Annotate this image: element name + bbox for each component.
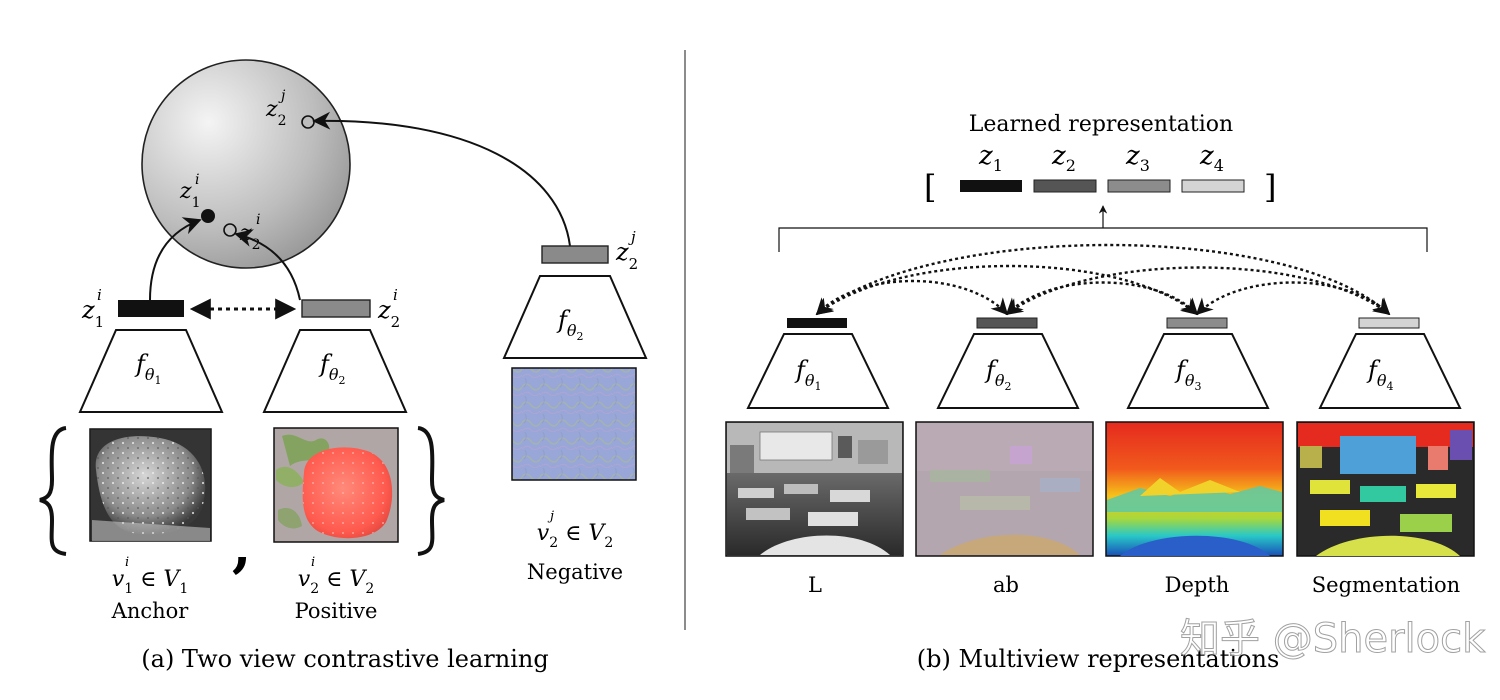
view-image-ab (915, 421, 1094, 557)
sphere-label-z2j-sup: j (278, 88, 286, 104)
left-brace (39, 426, 67, 556)
view-bar-1 (787, 318, 847, 328)
view-image-L (725, 421, 904, 557)
negative-encoder (502, 275, 648, 359)
right-brace (417, 426, 445, 556)
learned-representation-title: Learned representation (969, 112, 1233, 137)
arrow-negative-to-sphere (312, 111, 571, 247)
concat-bar-z2 (1033, 179, 1097, 193)
positive-image (273, 427, 399, 543)
arrow-positive-to-sphere (234, 229, 301, 301)
link-3-4 (1195, 281, 1391, 316)
view-encoder-2 (936, 333, 1080, 409)
anchor-embedding-label: z1 (81, 296, 104, 331)
sphere-point-z2j (301, 115, 315, 129)
anchor-set-label: v1 ∈ V1 (112, 567, 188, 597)
sphere-label-z2j: z2 (265, 97, 287, 129)
concat-bar-z1 (960, 180, 1022, 192)
negative-label: Negative (527, 560, 623, 584)
sphere-label-z1i-sup: i (195, 172, 199, 188)
negative-embedding-label: z2 (615, 238, 638, 273)
sphere-label-z2i-sup: i (256, 212, 260, 228)
bracket-close: ] (1264, 168, 1276, 206)
anchor-label: Anchor (111, 599, 190, 623)
link-1-2 (815, 279, 1009, 316)
embedding-sphere (141, 59, 351, 269)
anchor-embedding-bar (118, 300, 184, 317)
concat-z4-label: z4 (1199, 141, 1224, 175)
bracket-open: [ (924, 168, 936, 206)
view-separator-comma: , (232, 514, 252, 580)
concat-bar-z4 (1181, 179, 1245, 193)
view-encoder-3 (1126, 333, 1270, 409)
negative-embedding-bar (541, 245, 609, 264)
anchor-embedding-sup: i (97, 286, 102, 304)
panel-a: z2 j z1 i z2 i z1 i z2 i fθ1 (39, 59, 648, 673)
view-label-ab: ab (993, 573, 1019, 597)
sphere-point-z2i (223, 223, 237, 237)
anchor-image (89, 428, 212, 542)
caption-a: (a) Two view contrastive learning (141, 645, 548, 673)
view-bar-4 (1358, 317, 1420, 329)
positive-embedding-bar (301, 299, 371, 318)
view-bar-3 (1166, 317, 1228, 329)
watermark: 知乎 @Sherlock (1180, 616, 1486, 662)
positive-embedding-sup: i (393, 286, 398, 304)
view-label-L: L (808, 573, 822, 597)
anchor-encoder (78, 329, 224, 413)
concat-z3-label: z3 (1125, 141, 1150, 175)
link-1-3 (815, 264, 1199, 316)
view-bar-2 (976, 317, 1038, 329)
view-image-segmentation (1296, 421, 1475, 557)
pairwise-links (815, 243, 1391, 316)
negative-set-sup: j (547, 509, 554, 524)
link-1-4 (815, 243, 1391, 316)
concat-bar-z3 (1107, 179, 1171, 193)
view-label-depth: Depth (1165, 573, 1230, 597)
positive-embedding-label: z2 (377, 296, 400, 331)
caption-b: (b) Multiview representations (917, 645, 1280, 673)
negative-embedding-sup: j (628, 228, 636, 246)
anchor-set-sup: i (125, 555, 129, 570)
positive-set-label: v2 ∈ V2 (298, 567, 374, 597)
panel-b: Learned representation z1 z2 z3 z4 [ ] (725, 112, 1475, 673)
concat-z1-label: z1 (978, 141, 1003, 175)
view-encoder-4 (1318, 333, 1462, 409)
concat-z2-label: z2 (1051, 141, 1076, 175)
view-label-segmentation: Segmentation (1312, 573, 1460, 597)
sphere-point-z1i (201, 209, 215, 223)
view-image-depth (1105, 421, 1284, 557)
view-encoder-1 (746, 333, 890, 409)
positive-set-sup: i (311, 555, 315, 570)
negative-image (511, 367, 637, 481)
aggregate-bracket (778, 227, 1428, 252)
link-2-4 (1005, 266, 1391, 316)
negative-set-label: v2 ∈ V2 (537, 521, 613, 551)
positive-label: Positive (295, 599, 378, 623)
positive-encoder (262, 329, 408, 413)
arrow-anchor-to-sphere (149, 217, 202, 301)
sphere-label-z1i: z1 (179, 179, 201, 211)
